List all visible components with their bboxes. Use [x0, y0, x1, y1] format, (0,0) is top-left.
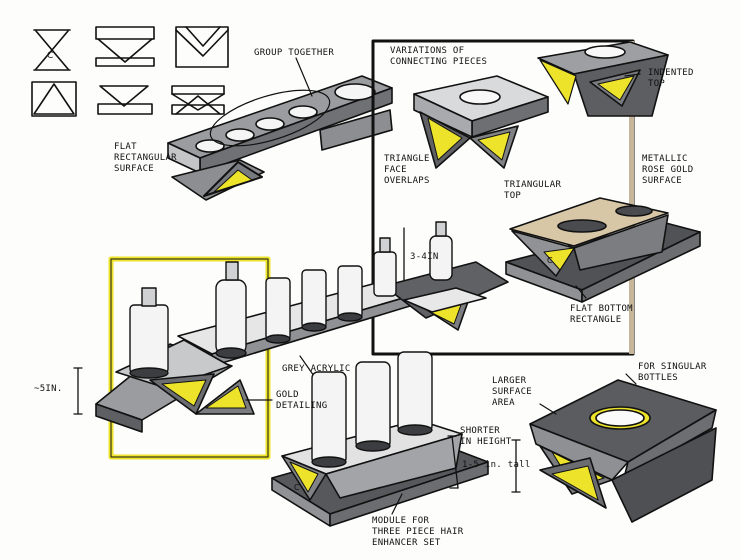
- svg-text:C: C: [547, 256, 553, 265]
- connecting-pieces-sketch: [413, 41, 669, 169]
- three-piece-module-sketch: C: [271, 351, 489, 527]
- group-together-sketch: [167, 57, 393, 201]
- note-triangle-face-overlaps: TRIANGLE FACE OVERLAPS: [384, 154, 430, 186]
- layered-triangle-icon: [171, 85, 225, 115]
- bottle-group-sketch: [73, 221, 509, 433]
- note-module-three-piece: MODULE FOR THREE PIECE HAIR ENHANCER SET: [372, 516, 464, 548]
- note-group-together: GROUP TOGETHER: [254, 48, 335, 58]
- note-one-five-in-tall: 1-5 in. tall: [462, 460, 531, 470]
- svg-text:C: C: [294, 483, 300, 492]
- note-metallic-rose-gold: METALLIC ROSE GOLD SURFACE: [642, 154, 694, 186]
- singular-bottle-module-sketch: [511, 373, 717, 523]
- hourglass-c-icon: C: [33, 29, 71, 71]
- svg-text:C: C: [47, 51, 53, 61]
- note-indented-top: INDENTED TOP: [648, 68, 694, 89]
- inverted-triangle-bar-icon: [97, 85, 153, 115]
- note-flat-rect-surface: FLAT RECTANGULAR SURFACE: [114, 142, 177, 174]
- note-flat-bottom-rect: FLAT BOTTOM RECTANGLE: [570, 304, 633, 325]
- note-gold-detailing: GOLD DETAILING: [276, 390, 328, 411]
- note-variations-connecting: VARIATIONS OF CONNECTING PIECES: [390, 46, 488, 67]
- note-about-5in: ~5in.: [34, 384, 63, 394]
- note-grey-acrylic: GREY ACRYLIC: [282, 364, 351, 374]
- note-shorter-in-height: SHORTER IN HEIGHT: [460, 426, 512, 447]
- note-larger-surface-area: LARGER SURFACE AREA: [492, 376, 533, 408]
- variations-frame: [371, 39, 635, 356]
- framed-triangle-icon: [31, 81, 77, 117]
- rose-gold-module-sketch: C: [505, 197, 701, 303]
- bar-triangle-icon: [95, 26, 155, 67]
- note-for-singular-bottles: FOR SINGULAR BOTTLES: [638, 362, 707, 383]
- bottle-group-frame: [108, 256, 271, 460]
- envelope-icon: [175, 26, 229, 68]
- note-triangular-top: TRIANGULAR TOP: [504, 180, 562, 201]
- note-height-3-4in: 3-4in: [410, 252, 439, 262]
